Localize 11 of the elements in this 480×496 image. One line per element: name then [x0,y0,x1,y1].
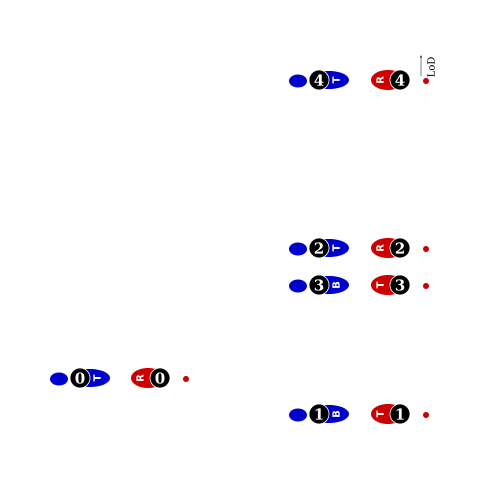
footprint: T 3 [371,274,410,296]
footprint: T 1 [371,404,410,424]
footprint: R 4 [371,70,410,90]
footprint: R 0 [131,368,170,388]
footprint: T 2 [289,238,349,258]
footprint: T 0 [50,368,110,388]
footprint: T 4 [289,70,349,90]
direction-label: LoD [427,57,435,77]
footprint: R 2 [371,238,410,258]
footprint: B 1 [289,404,349,424]
footprint: B 3 [289,274,349,296]
